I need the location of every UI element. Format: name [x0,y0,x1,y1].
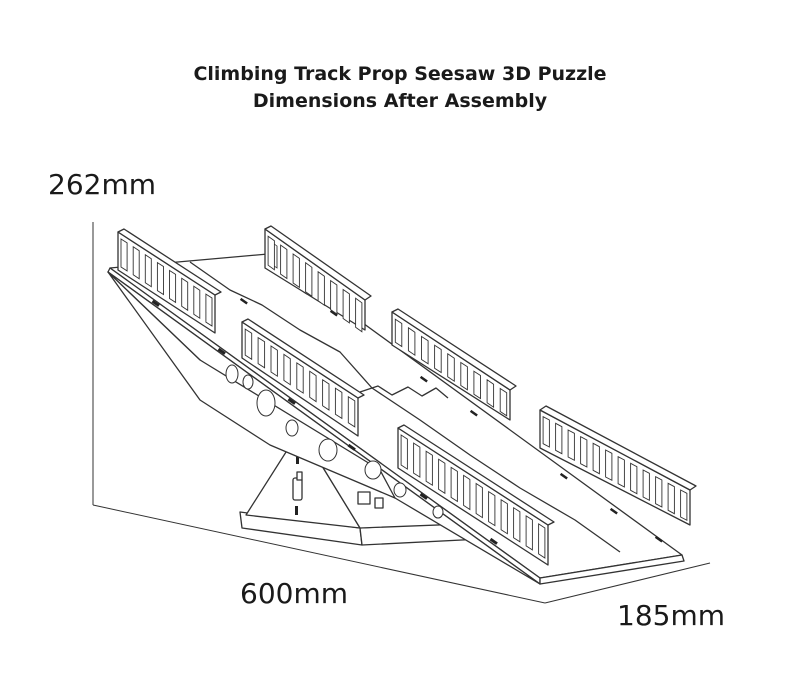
rail-slot [567,429,575,462]
rail-slot [617,455,625,488]
rail-slot [407,326,416,357]
rail-slot [525,515,533,551]
rail-slot [488,490,496,527]
rail-slot [434,344,442,374]
rail-slot [486,378,495,409]
rail-slot [450,466,458,503]
rail-slot [156,261,164,296]
rail-slot [394,318,403,348]
rail-slot [169,269,177,304]
rail-slot [473,370,481,400]
rail-slot [296,362,304,394]
rail-slot [555,422,563,455]
rail-slot [655,475,663,508]
front-rail-3 [397,424,555,566]
front-side-panel [107,271,541,585]
rail-slot [538,523,546,559]
rail-slot [421,335,429,365]
rail-slot [500,498,508,535]
rail-slot [309,370,317,403]
width-dimension-label: 185mm [617,599,725,632]
rail-slot [322,378,330,411]
rail-slot [355,297,363,333]
rail-slot [605,449,613,482]
rail-slot [463,474,471,511]
rail-slot [120,238,128,272]
rail-slot [257,336,266,369]
rail-slots [120,235,688,559]
rail-slot [267,235,275,271]
rail-slot [447,352,455,383]
length-dimension-label: 600mm [240,577,348,610]
rail-slot [305,261,313,298]
rail-slot [205,293,213,327]
rail-slot [580,435,588,468]
rail-slot [542,415,550,448]
title-line-1: Climbing Track Prop Seesaw 3D Puzzle [193,63,607,85]
height-dimension-label: 262mm [48,168,156,201]
dimension-guides [92,222,711,604]
rail-slot [292,253,300,289]
rail-slot [425,450,433,487]
rail-slot [144,253,152,288]
rail-slot [317,270,325,307]
rail-slot [334,387,343,420]
rail-slot [280,244,288,280]
rail-slot [283,353,291,386]
rail-slot [475,482,483,519]
rail-slot [592,442,600,475]
rail-slot [499,387,508,417]
rail-slot [347,395,356,428]
rail-slot [400,434,408,470]
rail-slot [513,506,521,543]
rail-slot [132,245,140,280]
rail-slot [342,288,350,324]
rail-slot [667,482,675,515]
rail-slot [330,279,338,315]
rail-slot [630,462,638,495]
title-line-2: Dimensions After Assembly [252,90,548,112]
rail-slot [438,458,446,495]
rail-slot [413,442,421,478]
rail-slot [193,285,201,320]
front-rail-1 [117,228,222,334]
rail-slot [181,277,189,312]
rail-slot [270,345,278,378]
rail-slot [460,361,468,391]
rail-slot [642,469,650,502]
back-rail-3 [539,405,697,526]
rail-slot [680,489,688,522]
rail-slot [244,328,253,361]
